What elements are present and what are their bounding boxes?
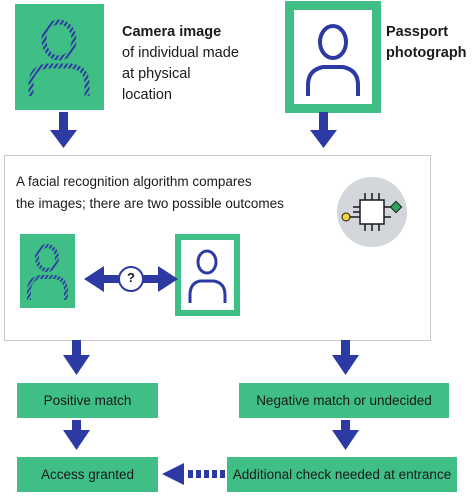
camera-label: Camera image of individual made at physi… [122, 24, 239, 103]
person-icon [306, 24, 360, 96]
additional-check-label: Additional check needed at entrance [232, 467, 452, 482]
positive-match-box: Positive match [17, 383, 158, 418]
person-icon [28, 19, 90, 96]
arrow-down [332, 420, 359, 450]
camera-image [15, 4, 104, 110]
chip-icon-background [337, 177, 407, 247]
panel-description: A facial recognition algorithm compares … [16, 174, 284, 211]
dashed-arrow-left [162, 463, 225, 485]
negative-match-box: Negative match or undecided [239, 383, 449, 418]
passport-label: Passport photograph [386, 24, 467, 61]
arrow-down [50, 112, 77, 148]
arrow-down [310, 112, 337, 148]
additional-check-box: Additional check needed at entrance [227, 457, 457, 492]
question-mark: ? [127, 270, 135, 285]
person-icon [188, 249, 227, 303]
negative-match-label: Negative match or undecided [256, 393, 432, 408]
passport-photo [285, 1, 381, 113]
chip-icon [341, 193, 403, 231]
access-granted-box: Access granted [17, 457, 158, 492]
arrow-down [63, 340, 90, 375]
arrow-down [332, 340, 359, 375]
access-granted-label: Access granted [40, 467, 135, 482]
person-icon [27, 244, 68, 300]
positive-match-label: Positive match [43, 393, 132, 408]
camera-image-small [20, 234, 75, 308]
passport-photo-small [175, 234, 240, 316]
arrow-down [63, 420, 90, 450]
